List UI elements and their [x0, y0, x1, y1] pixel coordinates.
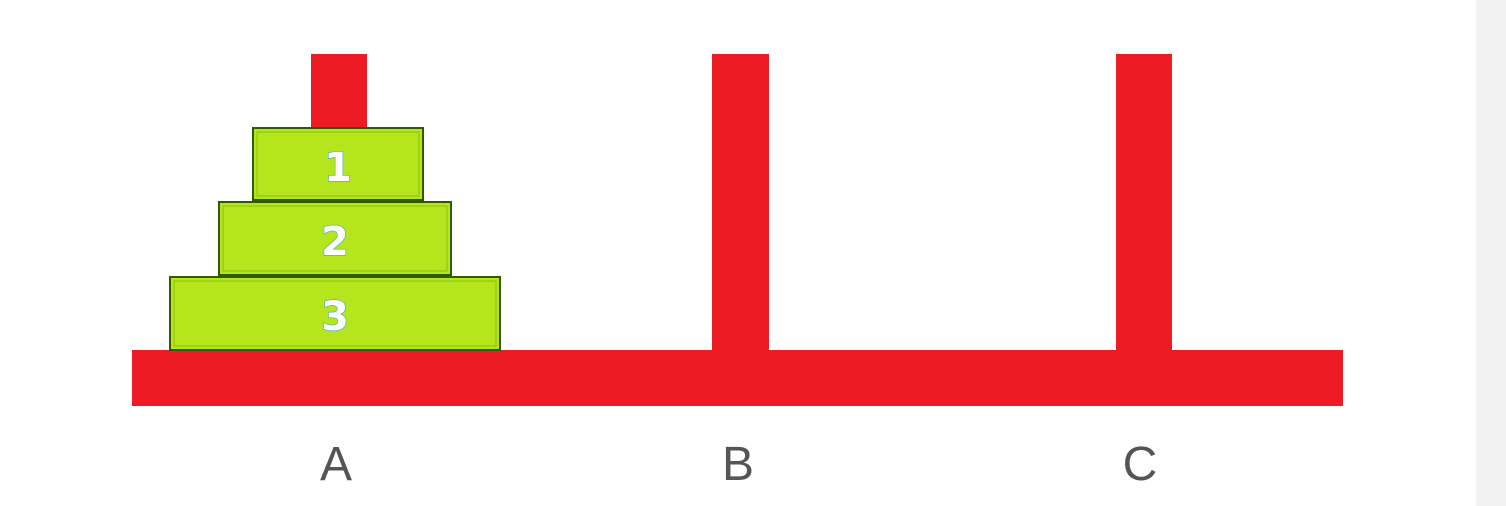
- disk-1: 1: [252, 127, 424, 201]
- scrollbar-track[interactable]: [1476, 0, 1506, 506]
- disk-2: 2: [218, 201, 452, 276]
- disk-2-label: 2: [321, 219, 349, 265]
- post-c: [1116, 54, 1172, 350]
- disk-1-label: 1: [324, 145, 352, 191]
- peg-label-a: A: [320, 438, 352, 491]
- peg-label-c: C: [1123, 438, 1158, 491]
- peg-label-b: B: [722, 438, 754, 491]
- disk-3-label: 3: [321, 294, 349, 340]
- disk-3: 3: [169, 276, 501, 351]
- post-b: [712, 54, 769, 350]
- peg-base: [132, 350, 1343, 406]
